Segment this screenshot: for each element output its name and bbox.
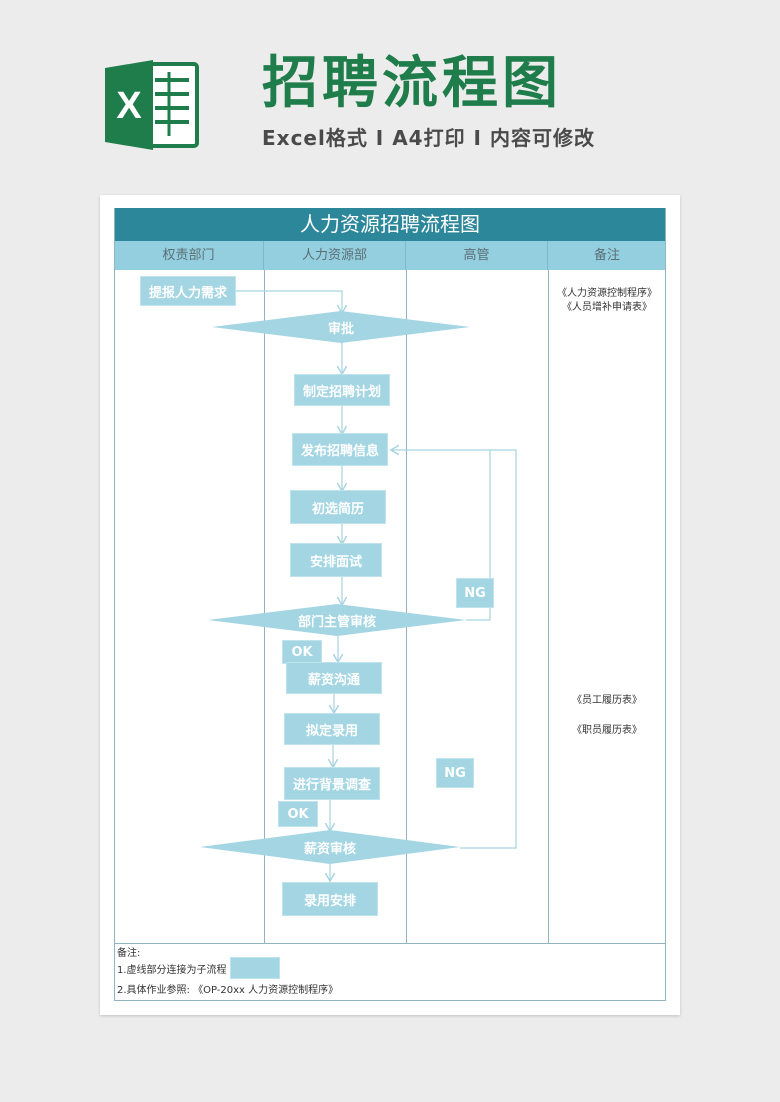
- legend-swatch: [230, 957, 280, 979]
- footer-heading: 备注:: [117, 948, 141, 959]
- note-staff-resume: 《职员履历表》: [572, 725, 642, 736]
- page-title: 招聘流程图: [262, 51, 562, 116]
- footer-line-2: 2.具体作业参照: 《OP-20xx 人力资源控制程序》: [117, 985, 339, 996]
- ok-label-1: OK: [282, 640, 322, 664]
- node-screen-resumes: 初选简历: [290, 490, 386, 524]
- column-divider-2: [406, 270, 407, 943]
- table-border-bottom: [114, 1000, 666, 1001]
- decision-dept-review: 部门主管审核: [208, 604, 466, 636]
- table-border-left: [114, 208, 115, 1001]
- table-title: 人力资源招聘流程图: [114, 208, 666, 241]
- page-subtitle: Excel格式 I A4打印 I 内容可修改: [262, 126, 595, 150]
- node-salary-talk: 薪资沟通: [286, 662, 382, 694]
- node-submit-request: 提报人力需求: [140, 276, 236, 306]
- note-employee-resume: 《员工履历表》: [572, 695, 642, 706]
- node-draft-hire: 拟定录用: [284, 713, 380, 745]
- table-border-right: [665, 208, 666, 1001]
- logo-letter: X: [116, 85, 142, 127]
- node-make-plan: 制定招聘计划: [294, 374, 390, 406]
- decision-dept-review-label: 部门主管审核: [297, 614, 376, 630]
- ok-label-2: OK: [278, 801, 318, 827]
- column-divider-1: [264, 270, 265, 943]
- ng-label-1: NG: [456, 578, 494, 608]
- node-publish-info: 发布招聘信息: [292, 433, 388, 466]
- column-header-notes: 备注: [548, 241, 666, 270]
- node-background-check: 进行背景调查: [284, 767, 380, 800]
- column-header-responsible-dept: 权责部门: [114, 241, 264, 270]
- excel-logo-icon: X: [103, 58, 199, 152]
- decision-salary-review: 薪资审核: [200, 830, 460, 864]
- footer-divider: [114, 943, 666, 944]
- node-arrange-interview: 安排面试: [290, 543, 382, 577]
- column-divider-3: [548, 270, 549, 943]
- page-header: X 招聘流程图 Excel格式 I A4打印 I 内容可修改: [0, 0, 780, 190]
- ng-label-2: NG: [436, 758, 474, 788]
- column-header-executive: 高管: [406, 241, 548, 270]
- column-header-hr-dept: 人力资源部: [264, 241, 406, 270]
- decision-approve-label: 审批: [327, 321, 354, 337]
- note-hr-control-procedure: 《人力资源控制程序》: [557, 288, 657, 299]
- node-arrange-hire: 录用安排: [282, 882, 378, 916]
- note-staff-requisition-form: 《人员增补申请表》: [562, 302, 652, 313]
- decision-approve: 审批: [212, 311, 470, 343]
- decision-salary-review-label: 薪资审核: [303, 841, 356, 857]
- footer-line-1: 1.虚线部分连接为子流程: [117, 965, 227, 976]
